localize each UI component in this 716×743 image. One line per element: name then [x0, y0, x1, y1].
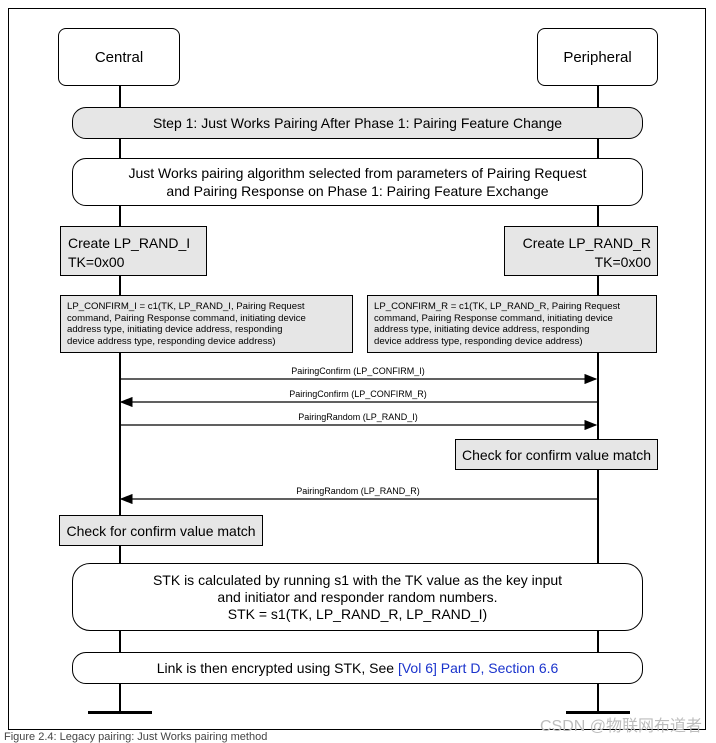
confirm-i-line-3: address type, initiating device address,… — [67, 324, 283, 335]
confirm-r-line-1: LP_CONFIRM_R = c1(TK, LP_RAND_R, Pairing… — [374, 301, 621, 312]
peripheral-entity: Peripheral — [537, 28, 658, 86]
confirm-r-box: LP_CONFIRM_R = c1(TK, LP_RAND_R, Pairing… — [367, 295, 657, 353]
tk-r-label: TK=0x00 — [594, 254, 651, 270]
create-rand-i-label: Create LP_RAND_I — [68, 235, 191, 251]
algorithm-line-2: and Pairing Response on Phase 1: Pairing… — [166, 183, 549, 199]
tk-i-label: TK=0x00 — [68, 254, 125, 270]
confirm-r-line-2: command, Pairing Response command, initi… — [374, 312, 613, 324]
stk-line-2: and initiator and responder random numbe… — [217, 588, 498, 605]
step-label: Step 1: Just Works Pairing After Phase 1… — [152, 115, 563, 131]
msg-label-confirm-i: PairingConfirm (LP_CONFIRM_I) — [291, 366, 425, 376]
spec-reference-link[interactable]: [Vol 6] Part D, Section 6.6 — [397, 660, 559, 676]
stk-line-1: STK is calculated by running s1 with the… — [152, 571, 563, 588]
confirm-r-line-3: address type, initiating device address,… — [374, 324, 590, 335]
create-rand-r-label: Create LP_RAND_R — [522, 235, 651, 251]
create-rand-i-box: Create LP_RAND_I TK=0x00 — [60, 226, 207, 276]
stk-line-3: STK = s1(TK, LP_RAND_R, LP_RAND_I) — [227, 605, 488, 622]
check-r-label: Check for confirm value match — [461, 446, 652, 463]
confirm-r-line-4: device address type, responding device a… — [374, 335, 583, 347]
link-text: Link is then encrypted using STK, See — [156, 660, 395, 676]
check-i-label: Check for confirm value match — [66, 522, 256, 539]
create-rand-r-box: Create LP_RAND_R TK=0x00 — [504, 226, 658, 276]
watermark: CSDN @物联网布道者 — [539, 718, 702, 735]
diagram-frame — [8, 8, 706, 730]
msg-label-confirm-r: PairingConfirm (LP_CONFIRM_R) — [289, 389, 427, 399]
confirm-i-line-4: device address type, responding device a… — [67, 335, 276, 347]
stk-box: STK is calculated by running s1 with the… — [72, 563, 643, 631]
algorithm-line-1: Just Works pairing algorithm selected fr… — [128, 165, 587, 181]
link-box: Link is then encrypted using STK, See [V… — [72, 652, 643, 684]
algorithm-box: Just Works pairing algorithm selected fr… — [72, 158, 643, 206]
step-header: Step 1: Just Works Pairing After Phase 1… — [72, 107, 643, 139]
figure-caption: Figure 2.4: Legacy pairing: Just Works p… — [4, 731, 268, 743]
check-r-box: Check for confirm value match — [455, 439, 658, 470]
peripheral-label: Peripheral — [563, 48, 632, 66]
msg-label-rand-i: PairingRandom (LP_RAND_I) — [298, 412, 418, 422]
confirm-i-line-2: command, Pairing Response command, initi… — [67, 312, 306, 324]
central-label: Central — [94, 48, 144, 66]
central-lifeline-end — [88, 711, 152, 714]
msg-label-rand-r: PairingRandom (LP_RAND_R) — [296, 486, 420, 496]
central-entity: Central — [58, 28, 180, 86]
peripheral-lifeline-end — [566, 711, 630, 714]
check-i-box: Check for confirm value match — [59, 515, 263, 546]
confirm-i-line-1: LP_CONFIRM_I = c1(TK, LP_RAND_I, Pairing… — [67, 301, 305, 312]
confirm-i-box: LP_CONFIRM_I = c1(TK, LP_RAND_I, Pairing… — [60, 295, 353, 353]
peripheral-lifeline — [597, 86, 599, 712]
